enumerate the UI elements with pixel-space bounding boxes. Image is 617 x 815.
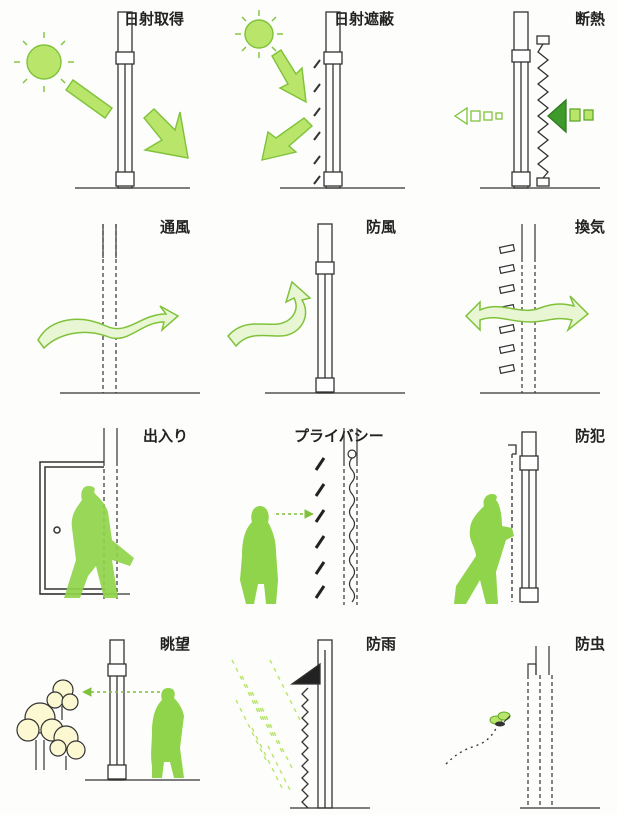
- storm-shutter: [301, 687, 309, 809]
- label-solar-gain: 日射取得: [124, 10, 185, 28]
- rain-lines: [231, 659, 301, 791]
- curtain: [347, 449, 357, 603]
- reflected-ray-arrow: [261, 49, 314, 161]
- open-window: [102, 224, 117, 393]
- two-way-air-arrow: [464, 295, 590, 333]
- panel-rainproof: [231, 639, 370, 809]
- panel-solar-shade: [235, 10, 405, 189]
- tree-icon: [16, 679, 86, 770]
- label-insulation: 断熱: [575, 10, 606, 28]
- person-viewer-icon: [151, 688, 184, 778]
- insect-flight-path: [445, 719, 501, 765]
- person-walking-icon: [64, 486, 134, 598]
- panel-windproof: [227, 223, 405, 394]
- window-frame: [289, 639, 333, 809]
- wind-deflect-arrow: [227, 280, 312, 348]
- sun-ray-arrow: [65, 79, 189, 159]
- insect-icon: [489, 711, 511, 727]
- label-insect: 防虫: [575, 635, 606, 653]
- window-frame: [508, 431, 539, 603]
- label-rainproof: 防雨: [366, 635, 397, 653]
- sun-icon: [235, 10, 283, 58]
- wind-flow-arrow: [37, 305, 180, 350]
- panel-view: [16, 639, 200, 781]
- panel-air-exchange: [464, 224, 600, 394]
- label-ventilation: 通風: [160, 218, 191, 236]
- open-window: [343, 428, 358, 605]
- label-entry: 出入り: [143, 427, 189, 445]
- heat-loss-arrow: [453, 106, 503, 126]
- panel-privacy: [240, 428, 358, 605]
- insulated-shade: [536, 43, 550, 179]
- exterior-louver: [313, 59, 321, 185]
- window-frame: [115, 11, 135, 189]
- label-security: 防犯: [575, 427, 606, 445]
- panel-insect: [445, 646, 600, 809]
- intruder-icon: [454, 494, 514, 604]
- label-solar-shade: 日射遮蔽: [334, 10, 395, 28]
- panel-entry: [39, 428, 134, 600]
- label-windproof: 防風: [366, 218, 397, 236]
- window-frame: [521, 224, 536, 393]
- privacy-louver: [314, 457, 326, 599]
- label-air-exchange: 換気: [575, 218, 606, 236]
- panel-ventilation: [37, 224, 200, 394]
- window-frame: [527, 646, 553, 808]
- window-frame: [511, 11, 550, 189]
- panel-security: [454, 431, 539, 604]
- window-frame: [315, 223, 335, 394]
- label-view: 眺望: [160, 635, 191, 653]
- window-frame: [323, 11, 343, 189]
- window-frame: [107, 639, 127, 781]
- panel-insulation: [453, 11, 600, 189]
- person-standing-icon: [240, 506, 278, 604]
- sun-icon: [14, 32, 74, 92]
- heat-blocked-arrow: [547, 98, 594, 134]
- panel-solar-gain: [14, 11, 190, 189]
- label-privacy: プライバシー: [294, 427, 384, 445]
